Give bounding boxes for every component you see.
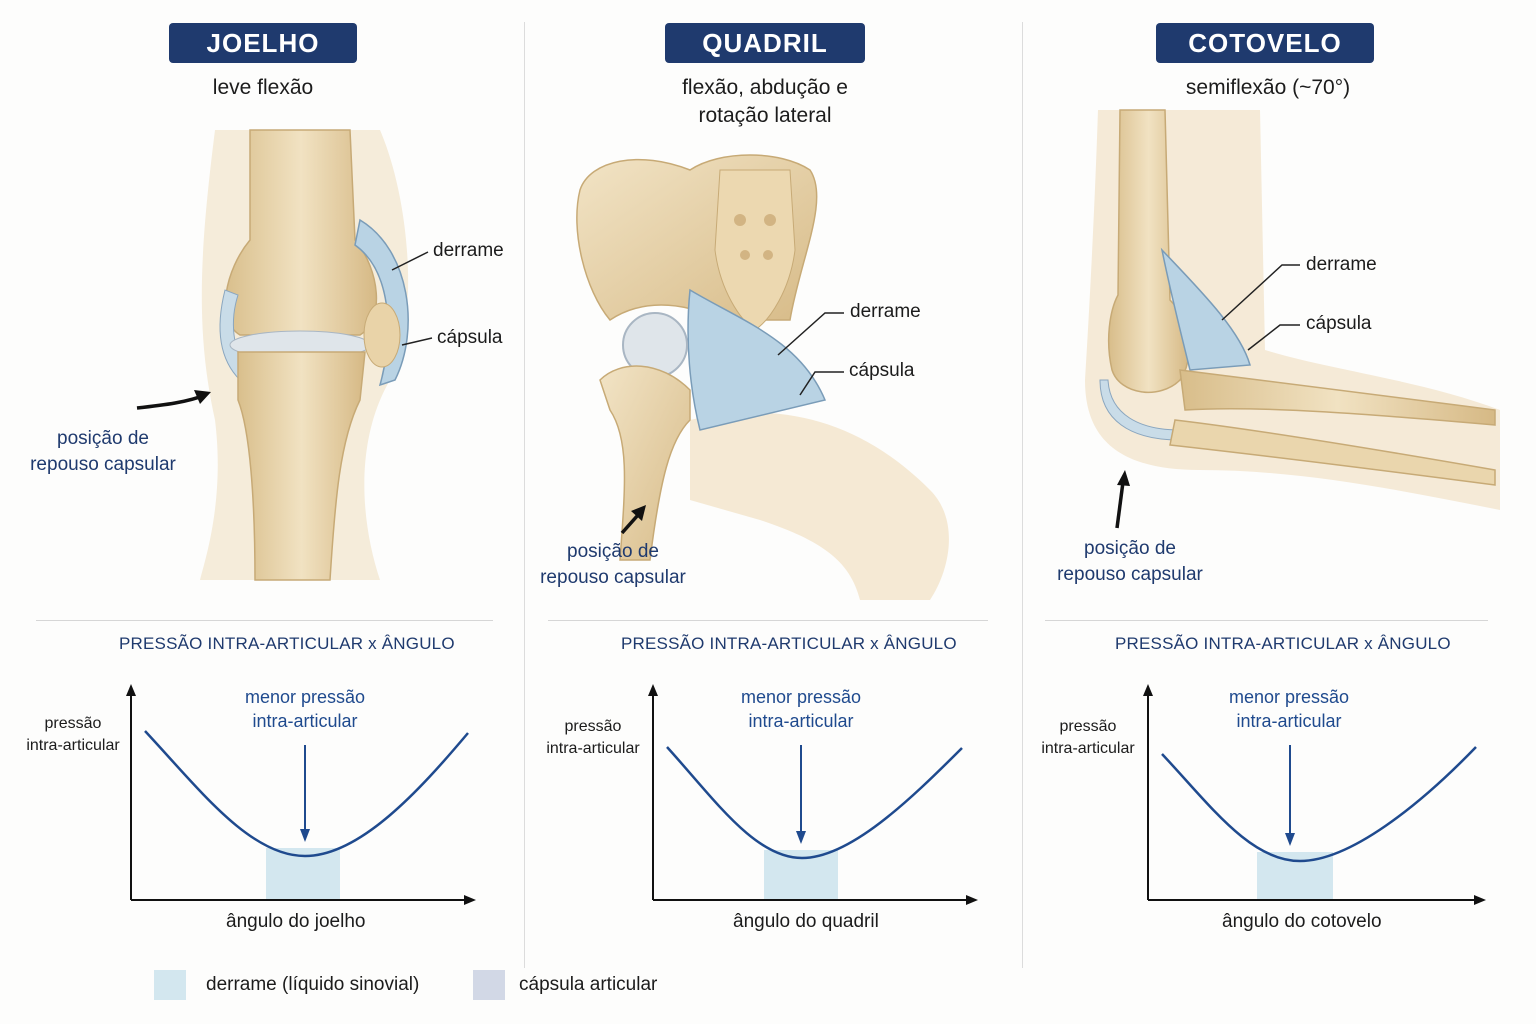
elbow-min-pressure-label: menor pressão intra-articular <box>1228 687 1350 731</box>
elbow-pressure-curve <box>1161 746 1477 863</box>
hip-effusion-label: derrame <box>850 301 921 322</box>
hip-subtitle: flexão, abdução e rotação lateral <box>682 76 848 127</box>
knee-y-axis-label: pressão intra-articular <box>26 715 120 754</box>
knee-min-pressure-label: menor pressão intra-articular <box>244 687 366 731</box>
hip-chart-title: PRESSÃO INTRA-ARTICULAR x ÂNGULO <box>621 634 957 653</box>
knee-pressure-chart <box>126 684 476 905</box>
elbow-chart-title: PRESSÃO INTRA-ARTICULAR x ÂNGULO <box>1115 634 1451 653</box>
elbow-y-axis-label: pressão intra-articular <box>1041 718 1135 757</box>
knee-chart-title: PRESSÃO INTRA-ARTICULAR x ÂNGULO <box>119 634 455 653</box>
elbow-section-divider <box>1045 620 1488 621</box>
knee-capsule-label: cápsula <box>437 327 503 348</box>
panel-divider <box>524 22 525 968</box>
elbow-subtitle: semiflexão (~70°) <box>1185 76 1351 99</box>
legend-label-capsule: cápsula articular <box>519 974 658 995</box>
elbow-x-axis-label: ângulo do cotovelo <box>1222 911 1382 932</box>
hip-section-divider <box>548 620 988 621</box>
knee-rest-position-label: posição de repouso capsular <box>30 428 176 475</box>
hip-capsule-label: cápsula <box>849 360 915 381</box>
elbow-rest-position-label: posição de repouso capsular <box>1057 538 1203 585</box>
elbow-effusion-label: derrame <box>1306 254 1377 275</box>
elbow-title-badge: COTOVELO <box>1156 23 1374 63</box>
knee-title-badge: JOELHO <box>169 23 357 63</box>
knee-section-divider <box>36 620 493 621</box>
legend-label-effusion: derrame (líquido sinovial) <box>206 974 420 995</box>
knee-pressure-curve <box>144 730 469 858</box>
panel-divider <box>1022 22 1023 968</box>
hip-y-axis-label: pressão intra-articular <box>546 718 640 757</box>
legend-swatch-capsule <box>473 970 505 1000</box>
hip-pressure-curve <box>666 746 963 860</box>
hip-min-pressure-label: menor pressão intra-articular <box>740 687 862 731</box>
knee-effusion-label: derrame <box>433 240 504 261</box>
elbow-illustration <box>1085 109 1500 529</box>
hip-x-axis-label: ângulo do quadril <box>733 911 879 932</box>
hip-title-badge: QUADRIL <box>665 23 865 63</box>
knee-subtitle: leve flexão <box>212 76 314 99</box>
legend-swatch-effusion <box>154 970 186 1000</box>
knee-x-axis-label: ângulo do joelho <box>226 911 366 932</box>
hip-rest-position-label: posição de repouso capsular <box>540 541 686 588</box>
knee-illustration <box>136 129 433 581</box>
elbow-capsule-label: cápsula <box>1306 313 1372 334</box>
hip-illustration <box>576 154 949 600</box>
